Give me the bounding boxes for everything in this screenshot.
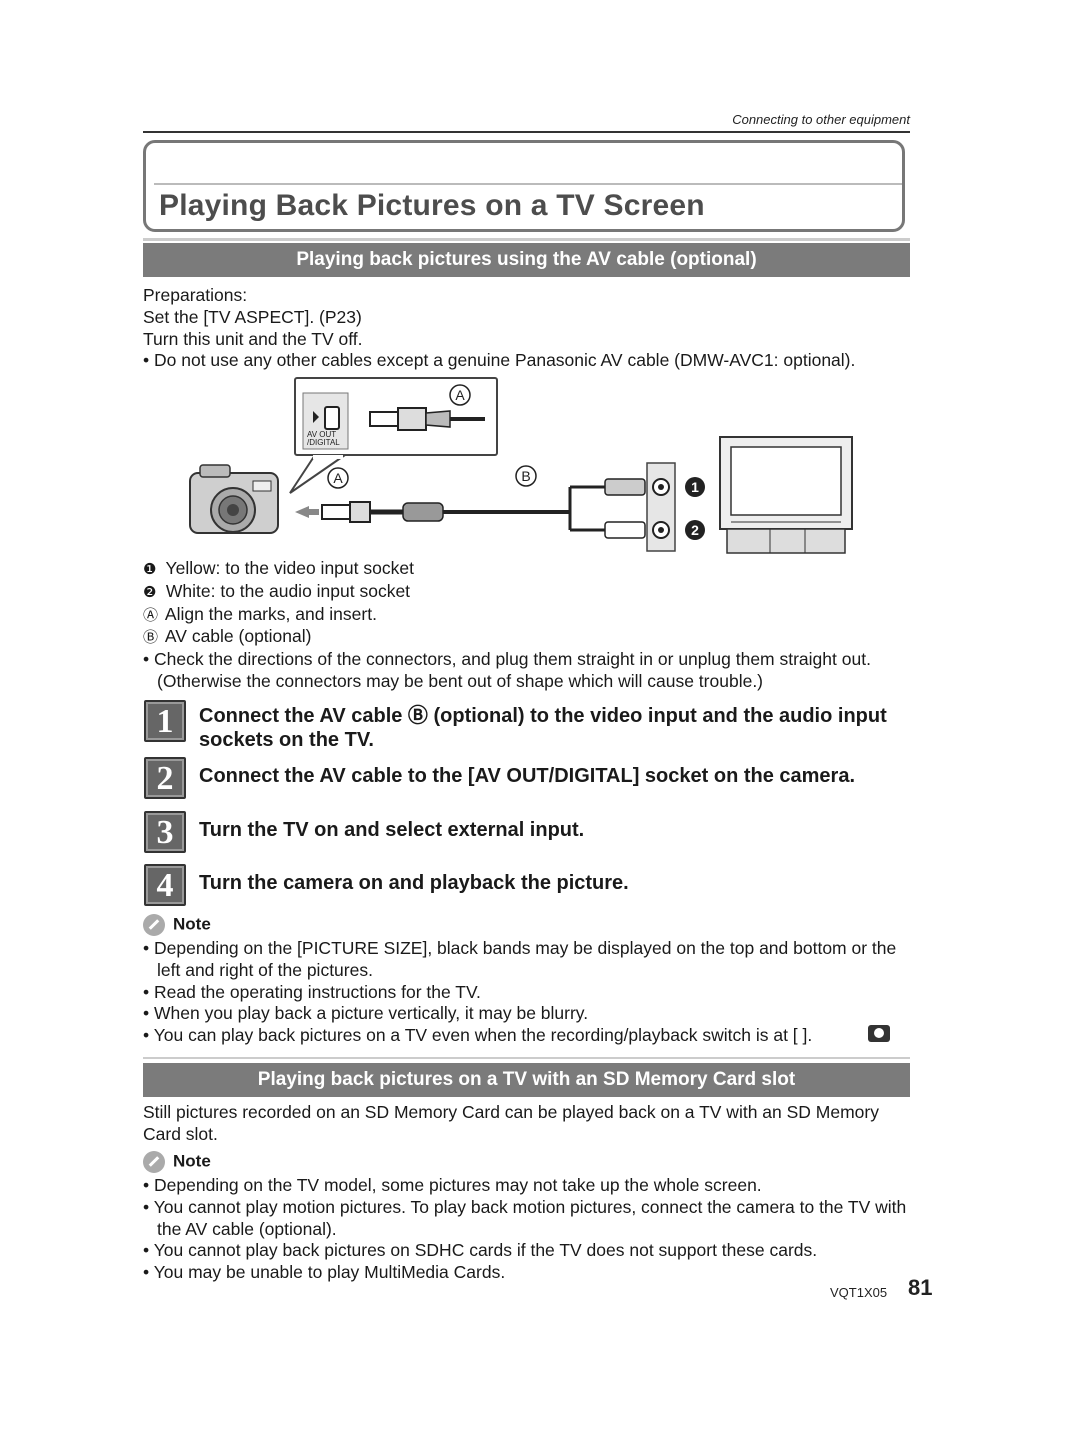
page-title: Playing Back Pictures on a TV Screen <box>159 189 705 222</box>
step-text-1: Connect the AV cable Ⓑ (optional) to the… <box>199 705 887 751</box>
section-heading-av-cable: Playing back pictures using the AV cable… <box>143 243 910 277</box>
legend-item: Ⓐ Align the marks, and insert. <box>143 603 377 624</box>
page-number: 81 <box>908 1275 933 1300</box>
check-bullet: • Check the directions of the connectors… <box>143 649 871 691</box>
step-number-1: 1 <box>144 700 186 742</box>
step-text-3: Turn the TV on and select external input… <box>199 819 585 841</box>
prep-bullet: • Do not use any other cables except a g… <box>143 350 856 371</box>
note-list: • Depending on the [PICTURE SIZE], black… <box>143 938 913 1047</box>
legend-item: Ⓑ AV cable (optional) <box>143 626 312 647</box>
label-a: A <box>333 470 343 486</box>
note-item: • You may be unable to play MultiMedia C… <box>143 1262 506 1283</box>
note-item: • Read the operating instructions for th… <box>143 981 481 1002</box>
prep-line: Set the [TV ASPECT]. (P23) <box>143 306 362 327</box>
step-text-2: Connect the AV cable to the [AV OUT/DIGI… <box>199 765 856 787</box>
title-underline <box>143 238 910 241</box>
section-heading-sd-card: Playing back pictures on a TV with an SD… <box>143 1063 910 1097</box>
model-code: VQT1X05 <box>830 1285 888 1300</box>
step-number-2: 2 <box>144 757 186 799</box>
label-b: B <box>521 468 530 484</box>
step-number-4: 4 <box>144 864 186 906</box>
socket-label: /DIGITAL <box>307 438 340 447</box>
note-item: • Depending on the TV model, some pictur… <box>143 1175 762 1195</box>
label-1: 1 <box>691 479 699 495</box>
legend-item: ❷ White: to the audio input socket <box>143 580 411 601</box>
prep-line: Turn this unit and the TV off. <box>143 328 363 349</box>
tv-illustration <box>719 436 853 554</box>
camera-mode-icon <box>868 1025 890 1042</box>
running-header: Connecting to other equipment <box>732 112 910 127</box>
prep-line: Preparations: <box>143 285 248 305</box>
preparations: Preparations: Set the [TV ASPECT]. (P23)… <box>143 285 913 372</box>
callout-box: AV OUT /DIGITAL A <box>289 377 498 494</box>
insert-arrow-icon <box>295 506 319 518</box>
legend-item: ❶ Yellow: to the video input socket <box>143 558 414 578</box>
step-number-3: 3 <box>144 811 186 853</box>
sd-intro: Still pictures recorded on an SD Memory … <box>143 1102 879 1144</box>
note-item: • You cannot play back pictures on SDHC … <box>143 1240 818 1261</box>
note-list: • Depending on the TV model, some pictur… <box>143 1175 913 1284</box>
label-2: 2 <box>691 522 699 538</box>
diagram-legend: ❶ Yellow: to the video input socket ❷ Wh… <box>143 558 913 693</box>
note-pencil-icon <box>143 914 165 936</box>
header-divider <box>143 131 910 133</box>
label-a: A <box>455 387 465 403</box>
section-divider <box>143 1057 910 1059</box>
connection-diagram: AV OUT /DIGITAL A A B 1 2 <box>189 377 853 554</box>
note-item: • You can play back pictures on a TV eve… <box>143 1025 813 1046</box>
socket-label: AV OUT <box>307 430 336 439</box>
note-heading: Note <box>143 1151 211 1173</box>
note-item: • When you play back a picture verticall… <box>143 1003 589 1024</box>
note-heading: Note <box>143 914 211 936</box>
step-text-4: Turn the camera on and playback the pict… <box>199 872 629 894</box>
note-item: • Depending on the [PICTURE SIZE], black… <box>143 938 897 980</box>
title-frame-line <box>154 183 902 185</box>
note-pencil-icon <box>143 1151 165 1173</box>
note-item: • You cannot play motion pictures. To pl… <box>143 1196 907 1239</box>
title-frame: Playing Back Pictures on a TV Screen <box>143 140 905 232</box>
camera-illustration <box>189 464 279 534</box>
